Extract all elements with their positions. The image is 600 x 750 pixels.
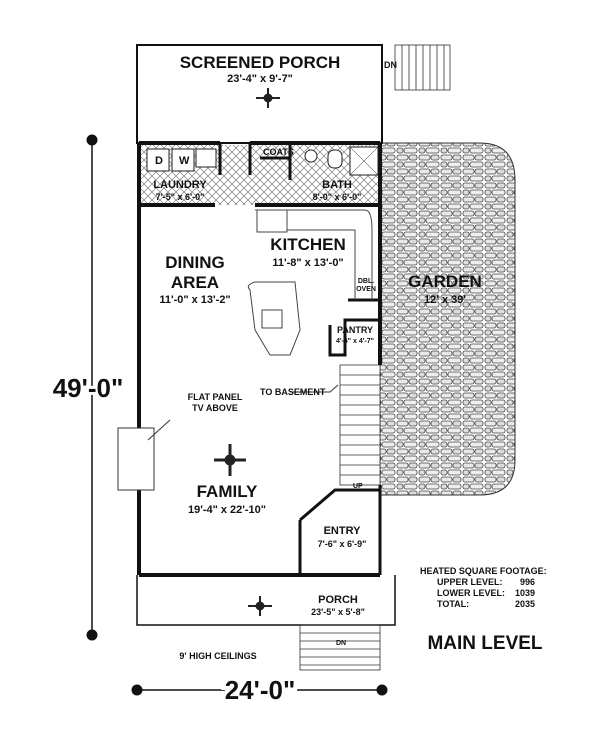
footage-upper-label: UPPER LEVEL: — [437, 577, 503, 587]
dn-label: DN — [384, 60, 397, 70]
walls — [136, 44, 396, 626]
family-size: 19'-4" x 22'-10" — [188, 504, 266, 516]
pantry-size: 4'-6" x 4'-7" — [336, 338, 374, 345]
dryer-label: D — [155, 155, 163, 167]
level-title: MAIN LEVEL — [427, 633, 542, 654]
footage-lower-label: LOWER LEVEL: — [437, 588, 505, 598]
depth-dimension: 49'-0" — [53, 373, 124, 403]
kitchen-size: 11'-8" x 13'-0" — [272, 257, 343, 269]
ceilings-note: 9' HIGH CEILINGS — [179, 651, 256, 661]
laundry-size: 7'-5" x 6'-0" — [156, 192, 205, 202]
tv-label-1: FLAT PANEL — [188, 392, 243, 402]
dbl-oven-label-1: DBL. — [358, 278, 374, 285]
stairs-to-basement — [339, 364, 381, 486]
screened-porch-label: SCREENED PORCH — [180, 53, 341, 72]
porch-dn-label: DN — [336, 640, 346, 647]
dining-label-2: AREA — [171, 273, 219, 292]
porch-size: 23'-5" x 5'-8" — [311, 607, 365, 617]
pantry-label: PANTRY — [337, 325, 373, 335]
garden-label: GARDEN — [408, 272, 482, 291]
width-dimension: 24'-0" — [225, 675, 296, 705]
up-label: UP — [353, 483, 363, 490]
fireplace — [117, 427, 155, 491]
porch-label: PORCH — [318, 594, 358, 606]
dimension-lines — [86, 134, 388, 696]
laundry-label: LAUNDRY — [153, 179, 207, 191]
to-basement-label: TO BASEMENT — [260, 387, 326, 397]
dining-size: 11'-0" x 13'-2" — [159, 294, 230, 306]
entry-label: ENTRY — [324, 525, 362, 537]
footage-total-label: TOTAL: — [437, 599, 469, 609]
screened-porch-size: 23'-4" x 9'-7" — [227, 73, 293, 85]
kitchen-counters — [247, 209, 373, 356]
ceiling-fan-icon — [214, 88, 280, 616]
washer-label: W — [179, 155, 190, 167]
garden-area — [379, 142, 516, 496]
dbl-oven-label-2: OVEN — [356, 286, 376, 293]
footage-total-value: 2035 — [515, 599, 535, 609]
stairs-screened-porch — [394, 44, 451, 91]
bath-label: BATH — [322, 179, 352, 191]
kitchen-label: KITCHEN — [270, 235, 346, 254]
stairs-porch — [299, 624, 381, 671]
family-label: FAMILY — [197, 482, 258, 501]
dining-label-1: DINING — [165, 253, 225, 272]
footage-upper-value: 996 — [520, 577, 535, 587]
entry-size: 7'-6" x 6'-9" — [318, 539, 367, 549]
coats-label: COATS — [263, 147, 294, 157]
laundry-fixtures — [146, 146, 379, 176]
bath-size: 8'-0" x 6'-0" — [313, 192, 362, 202]
footage-lower-value: 1039 — [515, 588, 535, 598]
footage-title: HEATED SQUARE FOOTAGE: — [420, 566, 547, 576]
tv-label-2: TV ABOVE — [192, 403, 238, 413]
garden-size: 12' x 39' — [424, 294, 466, 306]
